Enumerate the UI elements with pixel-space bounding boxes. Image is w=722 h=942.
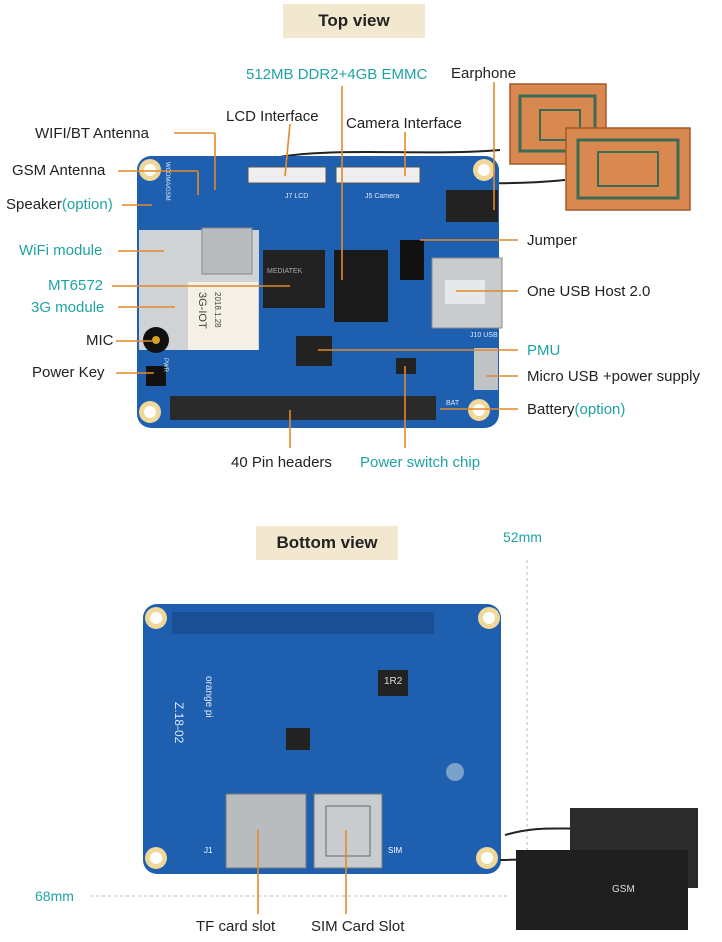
label-power-key: Power Key [32, 364, 105, 381]
label-wifi-module: WiFi module [19, 242, 103, 259]
label-camera: Camera Interface [346, 115, 462, 132]
silk-tf: J1 [204, 846, 213, 855]
label-wifi-bt-antenna: WIFI/BT Antenna [35, 125, 149, 142]
bottom-view-badge: Bottom view [256, 526, 398, 560]
silk-model: Z.18-02 [172, 702, 186, 744]
label-speaker: Speaker(option) [6, 196, 113, 214]
silk-gsm: WCDMA/GSM [164, 162, 170, 201]
silk-lcd: J7 LCD [285, 193, 309, 200]
label-mt6572: MT6572 [48, 277, 104, 294]
top-leader-lines [112, 82, 518, 448]
silk-pwr: PWR [162, 358, 168, 372]
bottom-board [143, 604, 501, 874]
label-usb-host: One USB Host 2.0 [527, 283, 651, 300]
label-speaker-option: (option) [61, 196, 113, 213]
silk-sim: SIM [388, 846, 403, 855]
label-tf-card: TF card slot [196, 918, 276, 935]
silk-brand: orange pi [203, 676, 214, 718]
label-gsm-antenna: GSM Antenna [12, 162, 106, 179]
label-micro-usb: Micro USB +power supply [527, 368, 700, 385]
label-sim-card: SIM Card Slot [311, 918, 405, 935]
top-antenna-2 [565, 127, 691, 211]
label-mic: MIC [86, 332, 114, 349]
silk-bat: BAT [446, 400, 460, 407]
silk-camera: J5 Camera [365, 193, 400, 200]
top-view-badge: Top view [283, 4, 425, 38]
label-3g-module: 3G module [31, 299, 105, 316]
label-pmu: PMU [527, 342, 561, 359]
dim-length: 68mm [35, 888, 74, 904]
sticker-line1: 3G-IOT [196, 292, 208, 329]
label-jumper: Jumper [527, 232, 578, 249]
label-battery: Battery(option) [527, 401, 625, 419]
label-speaker-text: Speaker [6, 196, 62, 213]
sticker-line2: 2018.1.28 [213, 292, 222, 328]
bottom-leader-lines [257, 830, 347, 914]
dim-width: 52mm [503, 529, 542, 545]
top-antenna-1 [509, 83, 607, 165]
label-battery-option: (option) [574, 401, 626, 418]
chip-brand-text: MEDIATEK [267, 268, 303, 275]
label-battery-text: Battery [527, 401, 575, 418]
label-lcd: LCD Interface [226, 108, 319, 125]
label-memory: 512MB DDR2+4GB EMMC [246, 66, 428, 83]
label-earphone: Earphone [451, 65, 517, 82]
silk-chip: 1R2 [384, 676, 403, 687]
label-pin-headers: 40 Pin headers [231, 454, 332, 471]
silk-usb: J10 USB [470, 332, 498, 339]
top-board [137, 156, 503, 428]
bottom-antenna-2 [516, 850, 688, 930]
label-power-switch: Power switch chip [360, 454, 481, 471]
silk-antenna: GSM [612, 884, 635, 895]
